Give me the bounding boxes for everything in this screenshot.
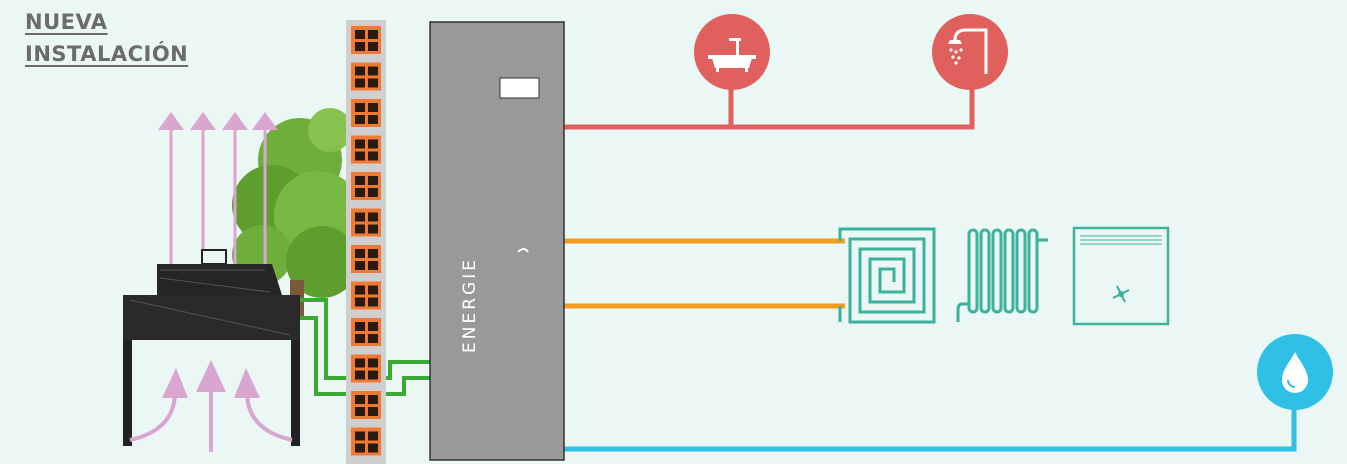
brick <box>351 99 381 127</box>
brick <box>351 427 381 456</box>
outdoor-unit <box>123 249 300 446</box>
brick <box>351 26 381 54</box>
tree-icon <box>232 108 362 320</box>
brick <box>351 281 381 310</box>
water-drop-icon <box>1257 334 1333 410</box>
title-line-1: NUEVA <box>25 10 108 34</box>
brick <box>351 391 381 419</box>
cold-water-pipe <box>562 405 1297 452</box>
brick <box>351 245 381 273</box>
brick <box>351 135 381 164</box>
display-screen <box>499 77 540 99</box>
brick <box>351 318 381 346</box>
brick <box>351 354 381 383</box>
brick <box>351 208 381 237</box>
shower-icon <box>932 14 1008 90</box>
bathtub-faucet-icon <box>694 14 770 90</box>
heating-pipes <box>562 238 845 309</box>
air-intake-arrows <box>129 360 293 452</box>
air-exhaust-arrows <box>158 112 278 268</box>
radiator-icon <box>956 228 1048 322</box>
brick <box>351 172 381 200</box>
unit-brand-label: ENERGIE <box>460 257 480 353</box>
page-title: NUEVA INSTALACIÓN <box>25 6 188 70</box>
underfloor-heating-icon <box>838 227 936 324</box>
brand-swoosh <box>517 248 529 253</box>
brick-wall <box>346 20 386 464</box>
brick <box>351 62 381 91</box>
fan-convector-icon <box>1072 226 1170 326</box>
hot-water-pipe <box>562 75 975 130</box>
indoor-unit <box>429 21 565 461</box>
title-line-2: INSTALACIÓN <box>25 42 189 66</box>
